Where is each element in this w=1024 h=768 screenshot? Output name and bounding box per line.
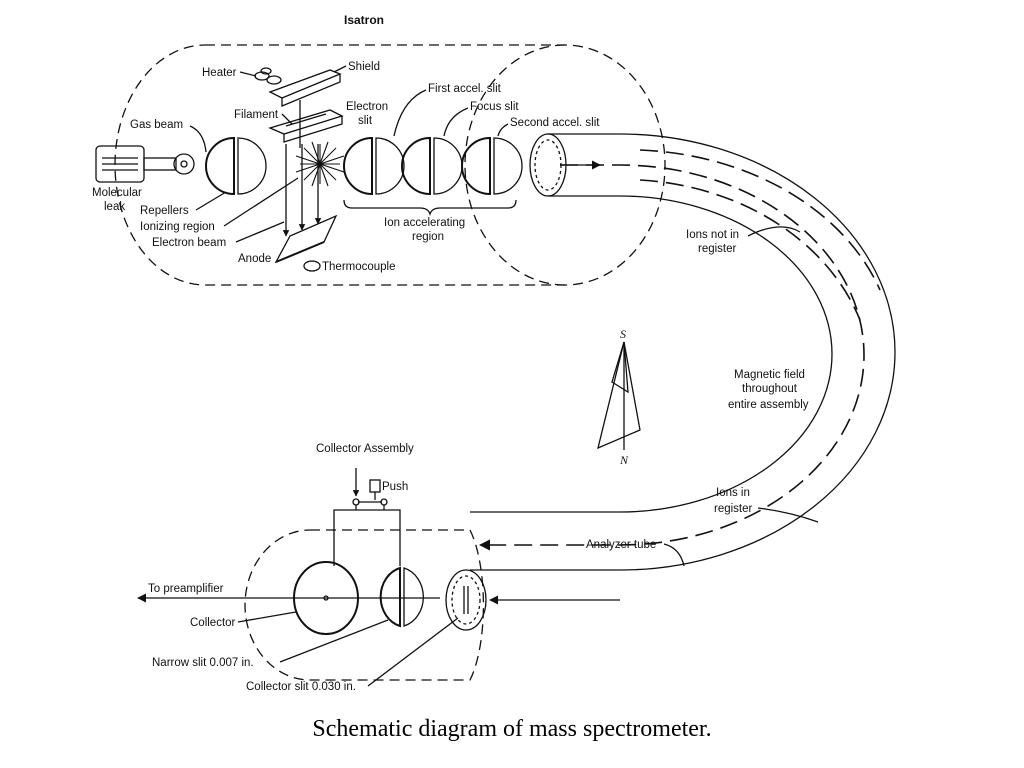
compass-s-label: S (620, 327, 626, 341)
gas-beam-label: Gas beam (130, 119, 183, 131)
molecular-leak-label-2: leak (104, 201, 125, 213)
filament-box (268, 109, 344, 143)
ions-not-in-register-label-1: Ions not in (686, 229, 739, 241)
heater-label: Heater (202, 67, 237, 79)
magnetic-field-label-2: throughout (742, 383, 798, 395)
analyzer-tube-leader (663, 543, 685, 567)
molecular-leak (95, 145, 195, 183)
first-accel-slit-disc (401, 136, 463, 196)
heater-coil (254, 67, 282, 85)
ions-in-register-label-2: register (714, 503, 753, 515)
thermocouple-label: Thermocouple (322, 261, 396, 273)
collector-housing (244, 529, 485, 681)
second-accel-slit-leader (497, 123, 509, 137)
ions-in-register-leader (757, 507, 819, 523)
filament-leader (281, 113, 293, 125)
gas-beam-leader (189, 125, 207, 153)
ionizing-region-burst (295, 141, 345, 187)
push-label: Push (382, 481, 408, 493)
electron-slit-disc (343, 136, 405, 196)
collector-leader (237, 611, 297, 623)
second-accel-slit-disc (461, 136, 523, 196)
collector-slit-leader (367, 617, 459, 687)
source-housing-inner-curve (464, 44, 566, 286)
analyzer-tube-label: Analyzer tube (586, 539, 656, 551)
shield-leader (333, 65, 347, 73)
electron-beam-label: Electron beam (152, 237, 226, 249)
molecular-leak-label-1: Molecular (92, 187, 142, 199)
first-accel-slit-leader (393, 89, 427, 137)
ion-beam-path (478, 164, 865, 551)
electron-beam-lines (282, 144, 322, 237)
ion-beam-path-outer (639, 179, 861, 321)
thermocouple (303, 260, 321, 272)
shield-label: Shield (348, 61, 380, 73)
repellers-leader (195, 191, 227, 211)
first-accel-slit-label: First accel. slit (428, 83, 502, 95)
repellers-label: Repellers (140, 205, 189, 217)
focus-slit-label: Focus slit (470, 101, 519, 113)
accelerating-region-brace (343, 199, 517, 217)
analyzer-tube (445, 133, 896, 631)
filament-label: Filament (234, 109, 279, 121)
figure-caption: Schematic diagram of mass spectrometer. (312, 716, 712, 742)
compass-icon (597, 341, 641, 450)
electron-beam-leader (235, 221, 285, 243)
collector-label: Collector (190, 617, 236, 629)
narrow-slit-label: Narrow slit 0.007 in. (152, 657, 254, 669)
compass-n-label: N (619, 453, 629, 467)
repeller-disc (205, 136, 267, 196)
ions-not-in-register-leader (747, 226, 801, 237)
to-preamplifier-label: To preamplifier (148, 583, 224, 595)
diagram-title: Isatron (344, 13, 384, 27)
magnetic-field-label-1: Magnetic field (734, 369, 805, 381)
collector-slit-label: Collector slit 0.030 in. (246, 681, 356, 693)
ions-in-register-label-1: Ions in (716, 487, 750, 499)
second-accel-slit-label: Second accel. slit (510, 117, 600, 129)
ions-not-in-register-label-2: register (698, 243, 737, 255)
ion-accelerating-region-label-1: Ion accelerating (384, 217, 465, 229)
ion-accelerating-region-label-2: region (412, 231, 444, 243)
electron-slit-label-2: slit (358, 115, 373, 127)
anode-plate (274, 214, 338, 264)
heater-leader (239, 71, 257, 77)
narrow-slit-disc (379, 566, 424, 628)
narrow-slit-leader (279, 619, 389, 663)
ionizing-region-leader (223, 177, 299, 227)
ion-beam-path-inner (639, 149, 881, 291)
ionizing-region-label: Ionizing region (140, 221, 215, 233)
push-switch (333, 468, 401, 566)
anode-label: Anode (238, 253, 271, 265)
electron-slit-label-1: Electron (346, 101, 388, 113)
focus-slit-leader (443, 107, 469, 137)
shield-plate (268, 69, 342, 148)
magnetic-field-label-3: entire assembly (728, 399, 809, 411)
collector-assembly-label: Collector Assembly (316, 443, 414, 455)
